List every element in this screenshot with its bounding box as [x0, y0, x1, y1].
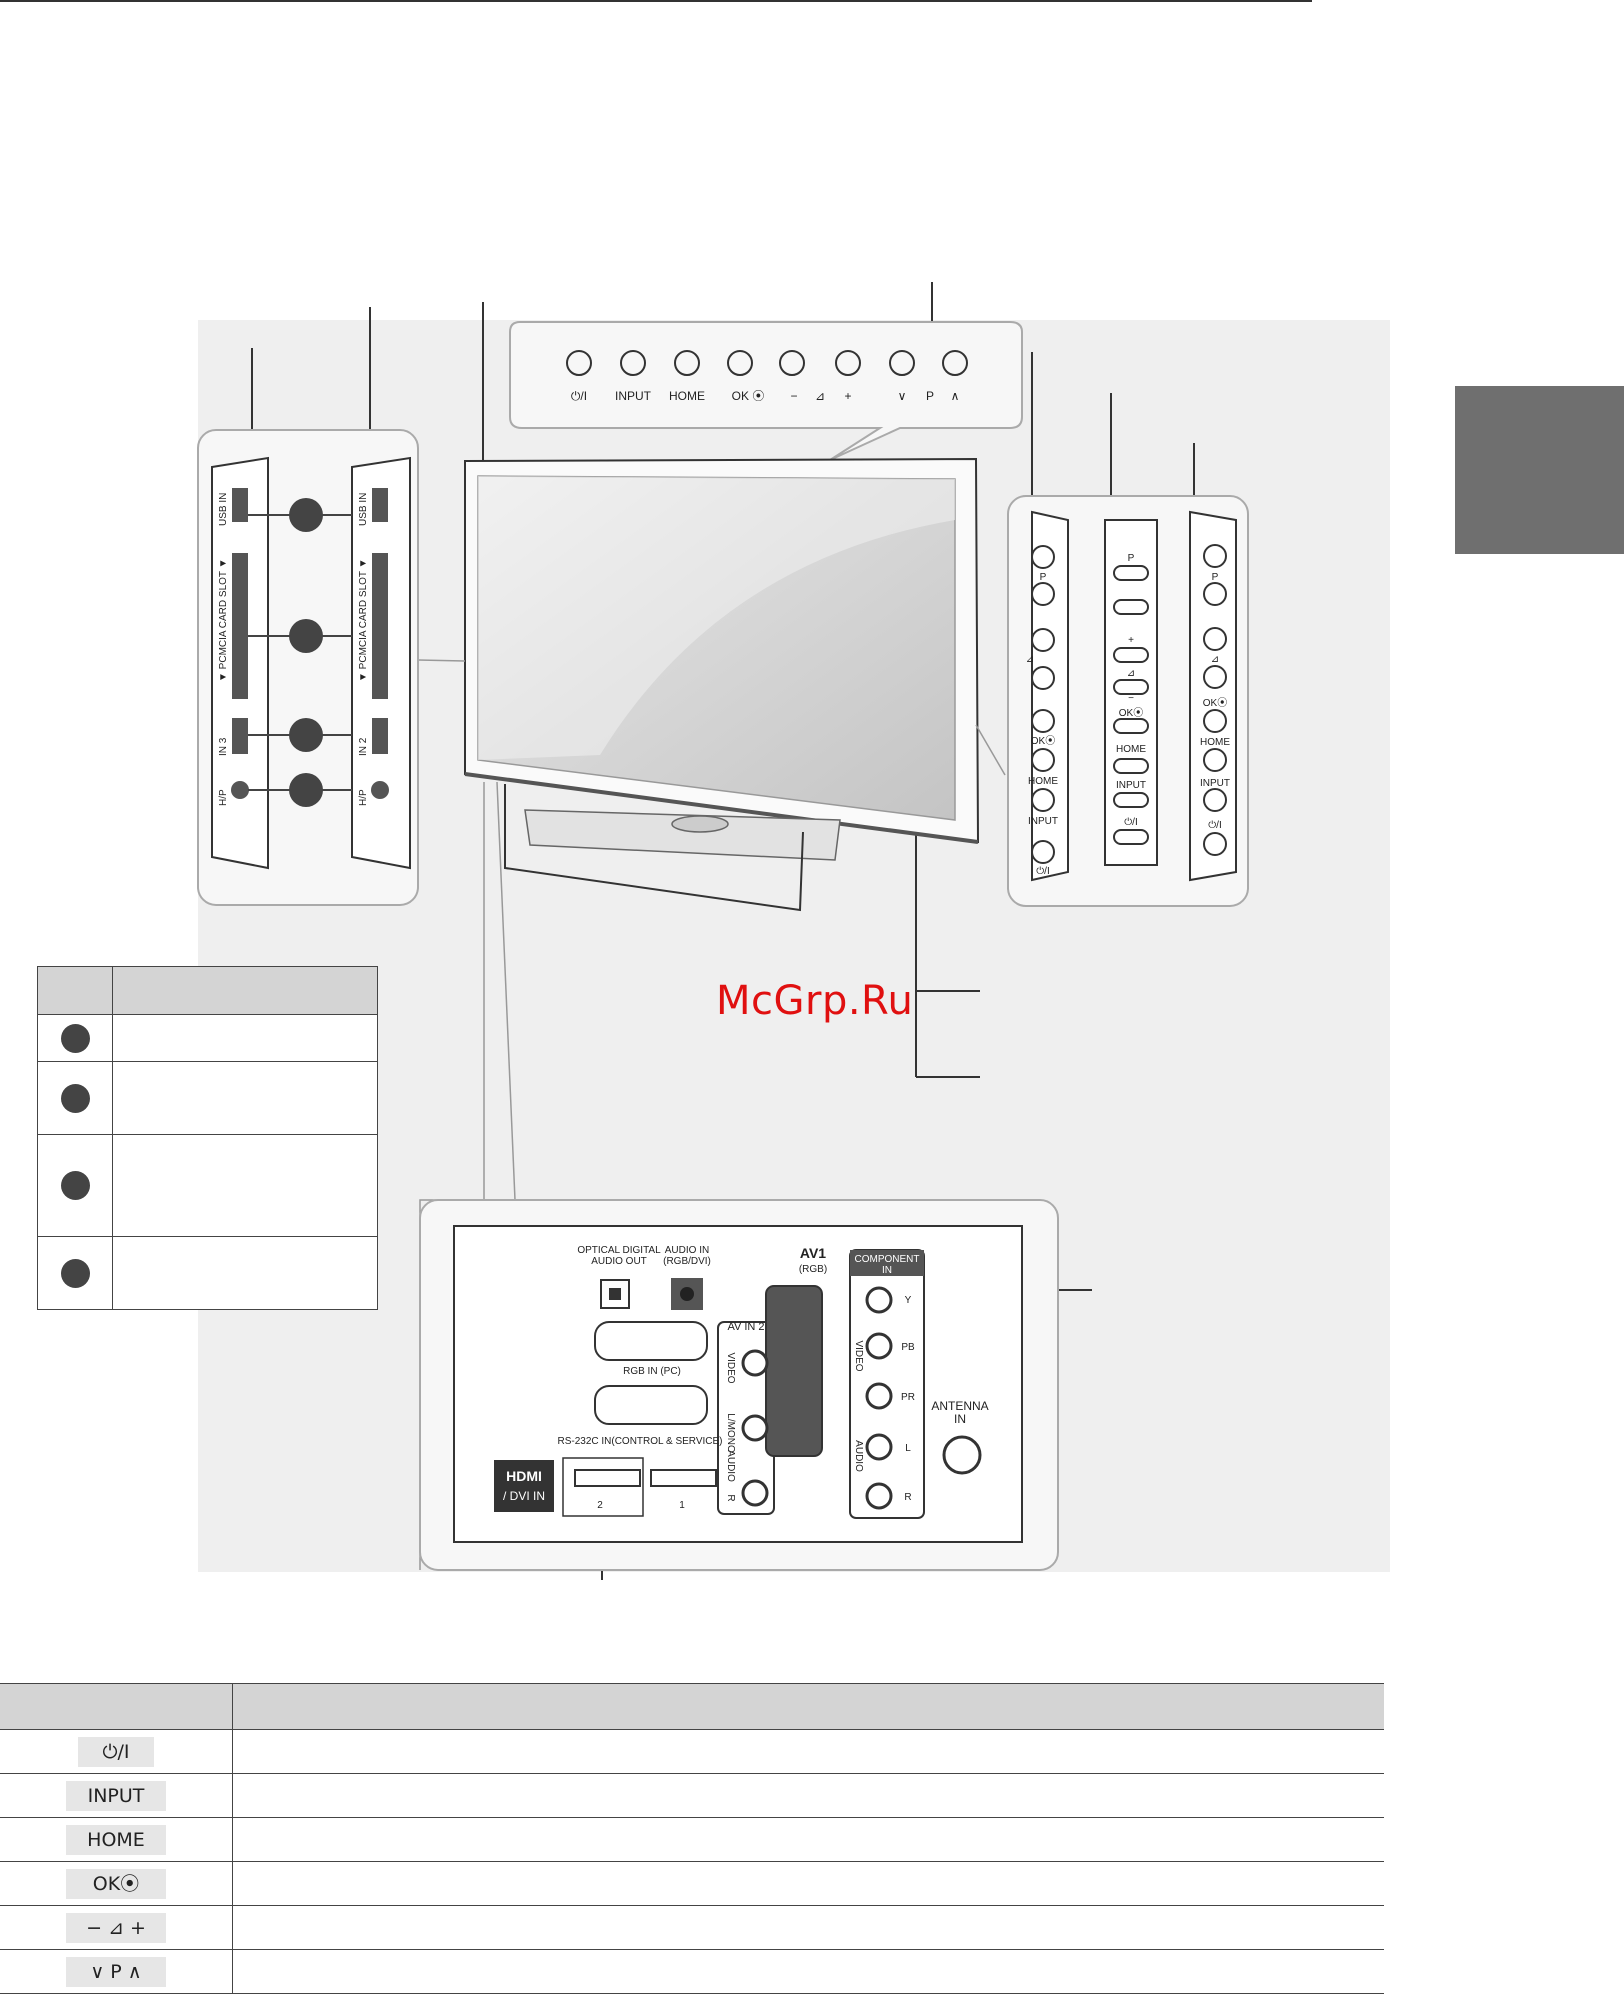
av-in-2-r-label: R: [725, 1494, 736, 1501]
callout-number-table: [37, 966, 378, 1310]
usb-in-label-1: USB IN: [218, 493, 229, 526]
pcmcia-label-1: ▼ PCMCIA CARD SLOT ▼: [218, 558, 229, 682]
callout-dot: [60, 1023, 90, 1053]
tv-set-illustration: [417, 457, 1006, 1570]
table-row: OK⦿: [0, 1861, 1384, 1906]
side-b-home-label: HOME: [1116, 744, 1146, 755]
side-c-input-label: INPUT: [1200, 778, 1230, 789]
side-a-home-label: HOME: [1028, 776, 1058, 787]
side-c-p-label: P: [1212, 572, 1219, 583]
side-a-input-label: INPUT: [1028, 816, 1058, 827]
av1-label: AV1: [800, 1245, 826, 1261]
home-button-glyph: HOME: [66, 1824, 166, 1855]
front-vol-plus-label: +: [844, 389, 851, 403]
table-row: [37, 1061, 378, 1135]
side-b-plus-label: +: [1128, 635, 1134, 646]
audio-in-label-2: (RGB/DVI): [663, 1256, 711, 1267]
table-row: INPUT: [0, 1773, 1384, 1818]
optical-out-label-2: AUDIO OUT: [591, 1256, 647, 1267]
table-row: HOME: [0, 1817, 1384, 1862]
page-top-rule: [0, 0, 1312, 2]
front-control-panel: ⏻/I INPUT HOME OK ⦿ − ⊿ + ∨ P ∧: [509, 321, 1023, 461]
program-button-glyph: ∨ P ∧: [66, 1956, 166, 1987]
side-control-panel: P ⊿ OK⦿ HOME INPUT ⏻/I P + ⊿ − OK⦿ HOME …: [1007, 495, 1249, 907]
antenna-label-2: IN: [954, 1412, 966, 1426]
component-audio-label: AUDIO: [853, 1440, 864, 1472]
optical-out-label-1: OPTICAL DIGITAL: [577, 1245, 661, 1256]
usb-in-label-2: USB IN: [358, 493, 369, 526]
callout-dot: [60, 1083, 90, 1113]
volume-button-glyph: − ⊿ +: [66, 1912, 166, 1943]
front-home-label: HOME: [669, 389, 705, 403]
front-p-label: P: [926, 389, 934, 403]
component-r-label: R: [904, 1492, 911, 1503]
button-description-table: ⏻/I INPUT HOME OK⦿ − ⊿ + ∨ P ∧: [0, 1683, 1384, 1994]
component-label-2b: IN: [882, 1265, 892, 1276]
hp-label-2: H/P: [358, 789, 369, 806]
hdmi-in-3-label: IN 3: [218, 737, 229, 756]
table-row: − ⊿ +: [0, 1905, 1384, 1950]
side-b-p-label: P: [1128, 553, 1135, 564]
table-row: ∨ P ∧: [0, 1949, 1384, 1994]
front-vol-icon-label: ⊿: [815, 389, 825, 403]
av1-sub-label: (RGB): [799, 1264, 827, 1275]
side-a-ok-label: OK⦿: [1031, 735, 1055, 747]
av-in-2-video-label: VIDEO: [725, 1352, 736, 1383]
hdmi-port-2-label: 2: [597, 1500, 603, 1511]
rs232c-label: RS-232C IN(CONTROL & SERVICE): [557, 1436, 722, 1447]
power-button-glyph: ⏻/I: [78, 1736, 154, 1767]
side-a-vol-label: ⊿: [1026, 654, 1034, 665]
ok-button-glyph: OK⦿: [66, 1868, 166, 1899]
component-y-label: Y: [905, 1295, 912, 1306]
side-connector-panel: USB IN USB IN ▼ PCMCIA CARD SLOT ▼ ▼ PCM…: [197, 429, 419, 906]
component-pb-label: PB: [901, 1342, 915, 1353]
side-a-p-label: P: [1040, 572, 1047, 583]
hdmi-in-2-label: IN 2: [358, 737, 369, 756]
side-c-vol-label: ⊿: [1211, 654, 1219, 665]
front-input-label: INPUT: [615, 389, 652, 403]
hp-label-1: H/P: [218, 789, 229, 806]
side-c-power-label: ⏻/I: [1208, 820, 1221, 831]
av-in-2-audio-label: AUDIO: [725, 1450, 736, 1482]
table-row: ⏻/I: [0, 1729, 1384, 1774]
rgb-in-label: RGB IN (PC): [623, 1366, 681, 1377]
side-b-power-label: ⏻/I: [1124, 817, 1137, 828]
component-l-label: L: [905, 1443, 911, 1454]
side-b-ok-label: OK⦿: [1119, 707, 1143, 719]
front-vol-minus-label: −: [790, 389, 797, 403]
callout-dot: [60, 1258, 90, 1288]
side-c-home-label: HOME: [1200, 737, 1230, 748]
side-a-power-label: ⏻/I: [1036, 866, 1049, 877]
front-ok-label: OK ⦿: [732, 389, 765, 403]
component-label-1b: COMPONENT: [855, 1254, 920, 1265]
table-row: [37, 1236, 378, 1310]
hdmi-port-1-label: 1: [679, 1500, 685, 1511]
chapter-tab: [1455, 386, 1624, 554]
dvi-in-label: / DVI IN: [503, 1489, 545, 1503]
watermark: McGrp.Ru: [716, 978, 914, 1024]
hdmi-logo-label: HDMI: [506, 1468, 542, 1484]
component-pr-label: PR: [901, 1392, 915, 1403]
callout-dot: [60, 1171, 90, 1200]
callout-table-header: [37, 966, 378, 1015]
side-c-ok-label: OK⦿: [1203, 697, 1227, 709]
table-row: [37, 1014, 378, 1062]
input-button-glyph: INPUT: [66, 1780, 166, 1811]
side-b-vol-label: ⊿: [1127, 668, 1135, 679]
rear-connector-panel: OPTICAL DIGITAL AUDIO OUT AUDIO IN (RGB/…: [419, 1199, 1059, 1571]
front-ch-up-label: ∧: [951, 389, 960, 403]
av-in-2-lmono-label: L/MONO: [725, 1413, 736, 1453]
av-in-2-label: AV IN 2: [727, 1321, 764, 1333]
pcmcia-label-2: ▼ PCMCIA CARD SLOT ▼: [358, 558, 369, 682]
front-ch-down-label: ∨: [898, 389, 907, 403]
table-row: [37, 1134, 378, 1237]
audio-in-label-1: AUDIO IN: [665, 1245, 709, 1256]
component-video-label: VIDEO: [853, 1340, 864, 1371]
button-table-header: [0, 1683, 1384, 1730]
side-b-input-label: INPUT: [1116, 780, 1146, 791]
side-b-minus-label: −: [1128, 693, 1134, 704]
front-power-label: ⏻/I: [571, 389, 587, 403]
antenna-label-1: ANTENNA: [931, 1399, 988, 1413]
